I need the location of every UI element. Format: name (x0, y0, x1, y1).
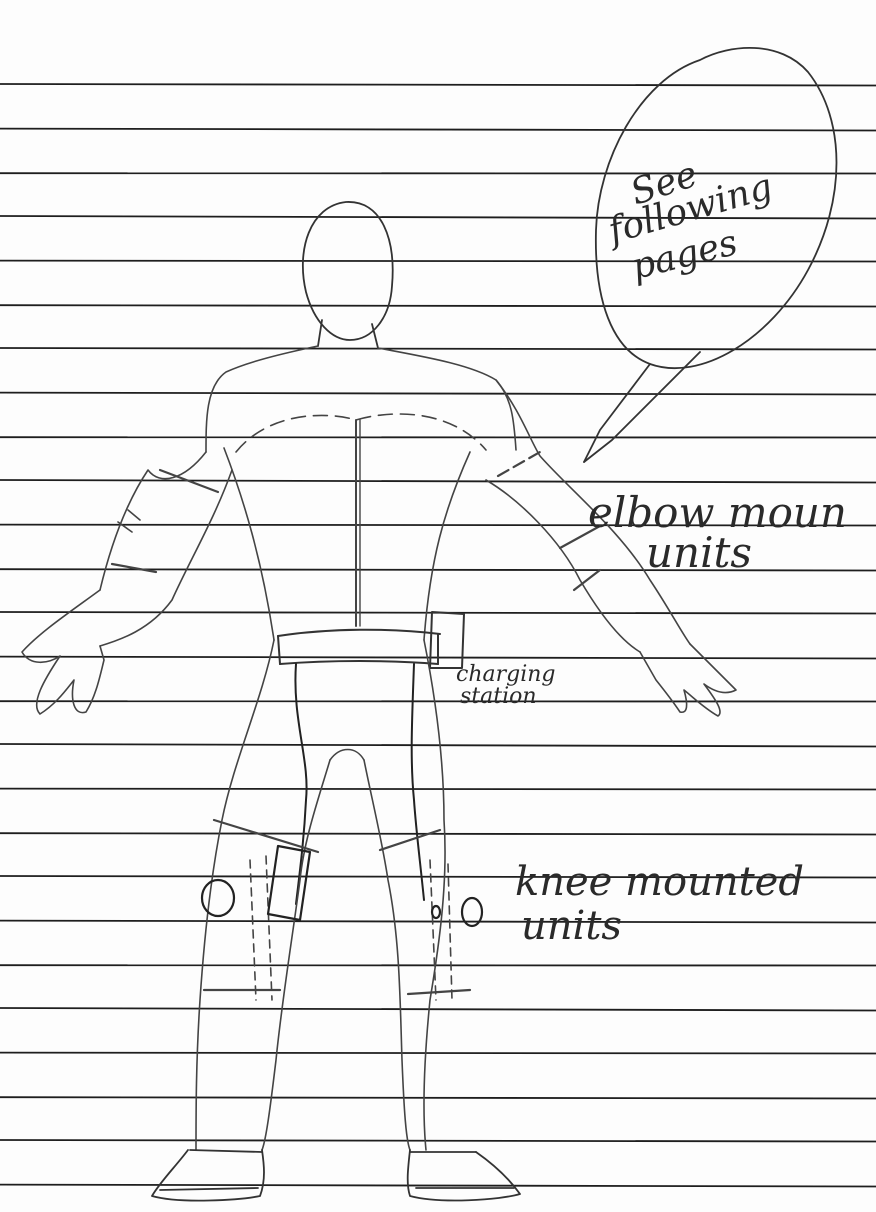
charging-station-label: charging station (456, 664, 556, 708)
left-arm (22, 452, 232, 714)
knee-label-line-2: units (521, 906, 804, 946)
charging-wires (295, 664, 424, 904)
knee-units (202, 846, 482, 926)
torso (206, 346, 516, 640)
elbow-label-line-2: units (646, 532, 847, 574)
elbow-units-label: elbow moun units (588, 492, 847, 574)
legs (196, 640, 470, 1150)
belt-charging-station (278, 612, 464, 668)
head (303, 202, 393, 348)
bubble-note: See following pages (600, 150, 800, 266)
charging-label-line-1: charging (456, 664, 556, 686)
feet (152, 1150, 520, 1201)
knee-label-line-1: knee mounted (515, 862, 804, 902)
knee-units-label: knee mounted units (515, 862, 804, 946)
charging-label-line-2: station (460, 686, 556, 708)
